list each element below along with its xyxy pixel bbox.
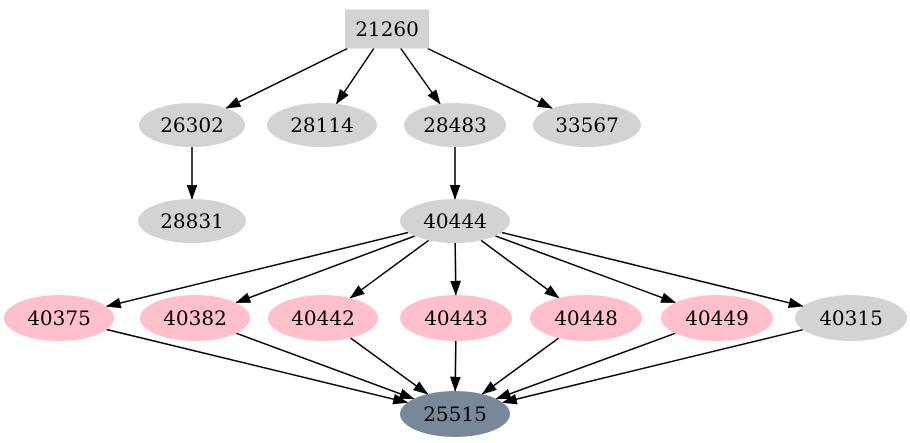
edge-40444-to-40449 bbox=[495, 235, 677, 304]
edge-40375-to-25515 bbox=[106, 328, 409, 405]
edge-40444-to-40375 bbox=[105, 231, 409, 309]
edge-21260-to-33567 bbox=[427, 47, 553, 109]
node-40444: 40444 bbox=[400, 199, 510, 243]
edge-40444-to-40448 bbox=[480, 239, 560, 299]
node-28114: 28114 bbox=[267, 103, 377, 147]
node-label-21260: 21260 bbox=[355, 17, 419, 41]
node-40449: 40449 bbox=[661, 295, 773, 341]
node-28831: 28831 bbox=[138, 199, 246, 243]
edge-21260-to-28483 bbox=[400, 48, 441, 105]
node-label-40442: 40442 bbox=[291, 306, 355, 330]
node-21260: 21260 bbox=[345, 9, 429, 49]
edge-40443-to-25515 bbox=[449, 340, 461, 392]
node-40382: 40382 bbox=[140, 295, 250, 341]
edge-40448-to-25515 bbox=[481, 337, 560, 395]
node-shape-26302 bbox=[139, 103, 245, 147]
node-shape-28483 bbox=[404, 103, 506, 147]
node-label-40443: 40443 bbox=[424, 306, 488, 330]
edge-21260-to-28114 bbox=[335, 48, 375, 105]
node-26302: 26302 bbox=[139, 103, 245, 147]
edge-40449-to-25515 bbox=[495, 332, 676, 400]
node-40375: 40375 bbox=[4, 295, 114, 341]
edge-40444-to-40443 bbox=[450, 242, 462, 296]
node-33567: 33567 bbox=[533, 103, 641, 147]
edge-40444-to-40315 bbox=[501, 231, 804, 309]
node-shape-40375 bbox=[4, 295, 114, 341]
node-label-28831: 28831 bbox=[160, 209, 224, 233]
node-shape-40443 bbox=[400, 295, 512, 341]
node-label-40382: 40382 bbox=[163, 306, 227, 330]
edge-21260-to-26302 bbox=[225, 47, 348, 109]
node-shape-40382 bbox=[140, 295, 250, 341]
node-shape-40449 bbox=[661, 295, 773, 341]
node-25515: 25515 bbox=[400, 391, 510, 437]
node-label-40449: 40449 bbox=[685, 306, 749, 330]
node-shape-40448 bbox=[530, 295, 642, 341]
node-shape-28831 bbox=[138, 199, 246, 243]
node-shape-33567 bbox=[533, 103, 641, 147]
node-label-33567: 33567 bbox=[555, 113, 619, 137]
node-label-28114: 28114 bbox=[290, 113, 354, 137]
node-40442: 40442 bbox=[268, 295, 378, 341]
node-40443: 40443 bbox=[400, 295, 512, 341]
node-label-40375: 40375 bbox=[27, 306, 91, 330]
node-label-28483: 28483 bbox=[423, 113, 487, 137]
edge-40442-to-25515 bbox=[349, 337, 429, 395]
node-label-40448: 40448 bbox=[554, 306, 618, 330]
node-40315: 40315 bbox=[795, 295, 907, 341]
node-shape-40444 bbox=[400, 199, 510, 243]
edge-40444-to-40442 bbox=[349, 239, 430, 299]
node-shape-40442 bbox=[268, 295, 378, 341]
node-shape-40315 bbox=[795, 295, 907, 341]
node-label-25515: 25515 bbox=[423, 402, 487, 426]
edge-40315-to-25515 bbox=[501, 328, 803, 405]
node-label-26302: 26302 bbox=[160, 113, 224, 137]
node-28483: 28483 bbox=[404, 103, 506, 147]
node-40448: 40448 bbox=[530, 295, 642, 341]
node-shape-28114 bbox=[267, 103, 377, 147]
node-label-40444: 40444 bbox=[423, 209, 487, 233]
node-shape-21260 bbox=[345, 9, 429, 49]
edge-40382-to-25515 bbox=[235, 332, 415, 400]
node-label-40315: 40315 bbox=[819, 306, 883, 330]
edge-40444-to-40382 bbox=[235, 235, 416, 304]
node-shape-25515 bbox=[400, 391, 510, 437]
